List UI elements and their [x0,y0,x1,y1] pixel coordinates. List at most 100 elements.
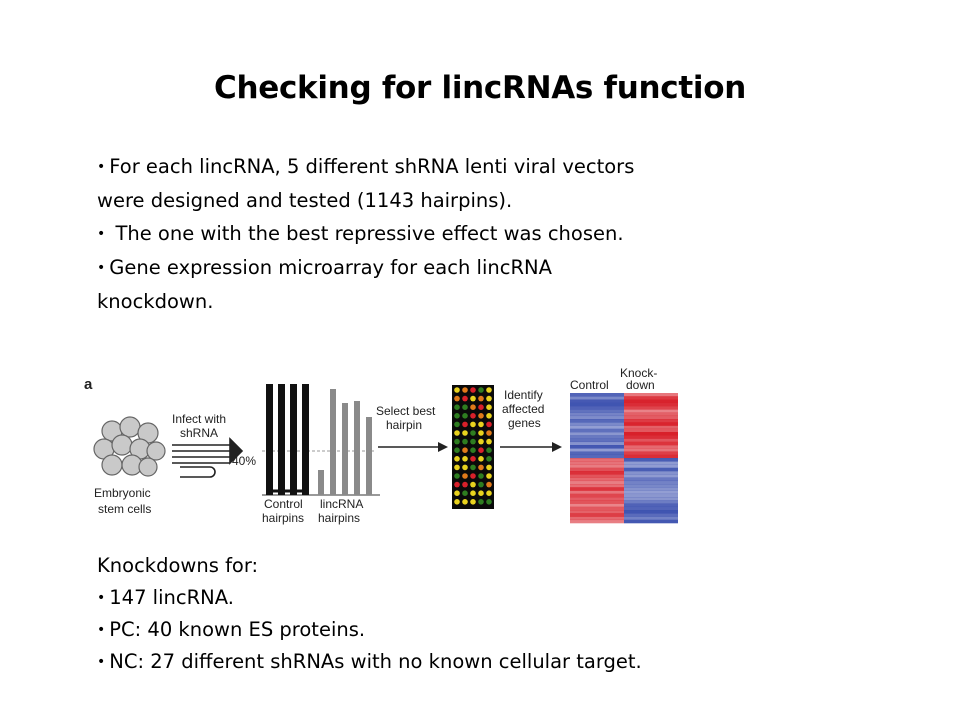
microarray-spot [486,438,492,445]
microarray-spot [470,473,476,479]
lincrna-label-2: hairpins [318,511,360,525]
microarray-spot [478,438,484,445]
heatmap-cell [570,454,624,459]
heatmap-cell [624,406,678,410]
knockdown-list: Knockdowns for: •147 lincRNA. •PC: 40 kn… [97,550,897,678]
heatmap-cell [624,487,678,491]
infect-label-2: shRNA [180,426,218,440]
microarray-spot [486,490,492,496]
heatmap-cell [624,412,678,417]
bullet-item: • The one with the best repressive effec… [97,222,624,245]
stem-cell-cluster-icon [93,416,166,477]
microarray-spot [462,464,468,471]
microarray-spot [454,464,460,471]
microarray-spot [454,473,460,479]
microarray-spot [470,490,476,496]
workflow-diagram: a Embryonic stem cells Infect with shRNA… [84,366,678,525]
heatmap-cell [624,438,678,443]
knock-label-1: Knock- [620,366,657,380]
heatmap-cell [570,519,624,524]
microarray-spot [462,438,468,445]
heatmap-cell [624,519,678,524]
microarray-spot [486,404,492,410]
heatmap-cell [570,510,624,514]
cells-label-2: stem cells [98,502,151,516]
microarray-spot [470,413,476,419]
microarray-spot [454,430,460,436]
heatmap-cell [570,428,624,433]
heatmap-cell [570,445,624,449]
bullet-item: •For each lincRNA, 5 different shRNA len… [97,155,635,212]
heatmap-cell [624,402,678,407]
bullet-item: •PC: 40 known ES proteins. [97,618,366,641]
heatmap-cell [570,412,624,417]
microarray-spot [478,404,484,410]
heatmap-cell [570,432,624,436]
microarray-spot [462,499,468,505]
heatmap-cell [624,503,678,508]
microarray-spot [454,447,460,453]
identify-arrow-icon [500,442,562,452]
microarray-spot [462,404,468,410]
heatmap-cell [570,451,624,456]
heatmap-cell [624,510,678,514]
lincrna-bar [318,470,324,495]
heatmap-cell [624,516,678,521]
heatmap-cell [624,448,678,452]
lincrna-bar [330,389,336,495]
heatmap-cell [624,419,678,423]
heatmap-cell [624,409,678,413]
heatmap-cell [570,435,624,439]
microarray-spot [470,387,476,393]
heatmap-cell [624,471,678,475]
heatmap-cell [570,506,624,511]
microarray-spot [470,395,476,402]
identify-label-3: genes [508,416,541,430]
microarray-spot [462,387,468,393]
microarray-spot [470,404,476,410]
knock-label-2: down [626,378,655,392]
cells-label-1: Embryonic [94,486,151,500]
microarray-spot [462,395,468,402]
heatmap-cell [624,399,678,404]
heatmap-cell [570,487,624,491]
lincrna-label-1: lincRNA [320,497,363,511]
heatmap-cell [624,415,678,420]
heatmap-cell [624,493,678,498]
heatmap-cell [624,425,678,430]
microarray-spot [462,421,468,428]
microarray-spot [462,413,468,419]
microarray-spot [478,473,484,479]
heatmap-cell [570,438,624,443]
heatmap-cell [624,396,678,400]
heatmap-cell [570,467,624,472]
bullet-icon: • [97,654,106,670]
microarray-spot [470,447,476,453]
microarray-spot [454,456,460,462]
microarray-spot [478,447,484,453]
heatmap-cell [570,497,624,501]
control-label-2: hairpins [262,511,304,525]
heatmap-cell [570,441,624,446]
microarray-spot [478,387,484,393]
heatmap-cell [624,480,678,485]
microarray-spot [470,430,476,436]
microarray-spot [454,490,460,496]
threshold-label: 40% [232,454,256,468]
lincrna-bar [342,403,348,495]
heatmap-cell [570,393,624,397]
heatmap-cell [624,432,678,436]
heatmap-cell [624,458,678,462]
heatmap-cell [570,448,624,452]
heatmap-cell [624,513,678,517]
heatmap-cell [624,428,678,433]
microarray-spot [478,413,484,419]
microarray-spot [462,430,468,436]
microarray-spot [478,421,484,428]
heatmap [570,393,678,524]
microarray-spot [486,430,492,436]
microarray-spot [454,499,460,505]
microarray-spot [478,481,484,488]
microarray-spot [462,490,468,496]
heatmap-cell [570,490,624,495]
